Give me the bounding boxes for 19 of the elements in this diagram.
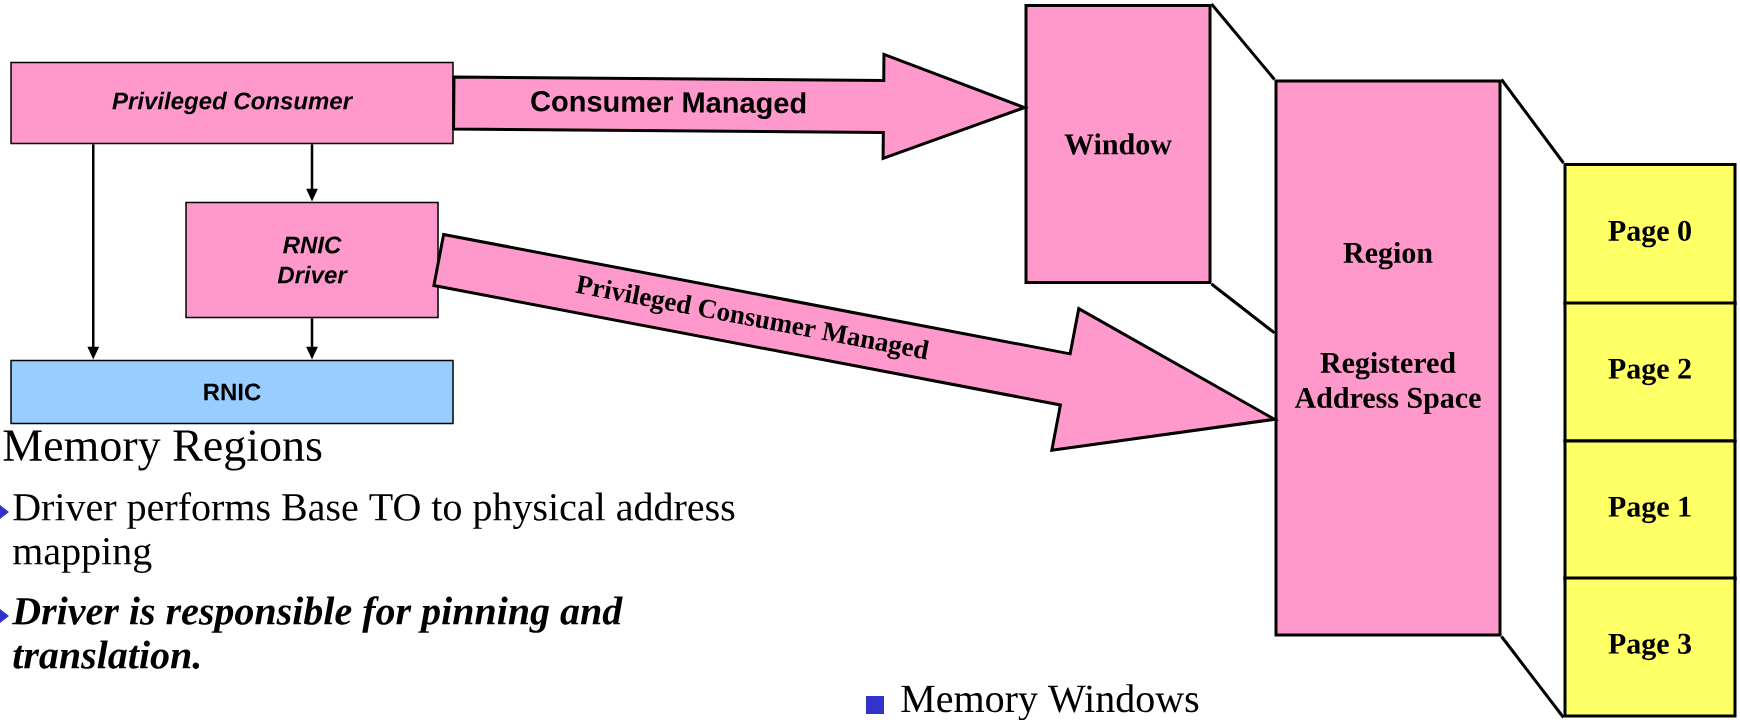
page-box: Page 0 [1563,163,1737,305]
hardware-box: RNIC [10,359,454,425]
section-heading: Memory Regions [3,430,322,471]
process-box: Window [1024,4,1212,284]
section-heading: Memory Windows [901,684,1199,720]
connector-line [1500,635,1565,719]
edge-label: Privileged Consumer Managed [572,272,932,367]
page-box: Page 1 [1563,439,1737,581]
page-box: Page 2 [1563,301,1737,443]
bullet-text: Driver performs Base TO to physical address mapping [13,492,735,573]
page-box: Page 3 [1563,576,1737,718]
connector-line [1210,3,1276,81]
connector-line [1210,282,1276,335]
connector-line [1500,78,1565,164]
bullet-text: Driver is responsible for pinning and translation. [11,596,623,669]
edge-label: Consumer Managed [528,89,809,121]
process-box: Region Registered Address Space [1274,79,1502,637]
process-box: RNIC Driver [185,201,439,319]
process-box: Privileged Consumer [10,61,454,145]
